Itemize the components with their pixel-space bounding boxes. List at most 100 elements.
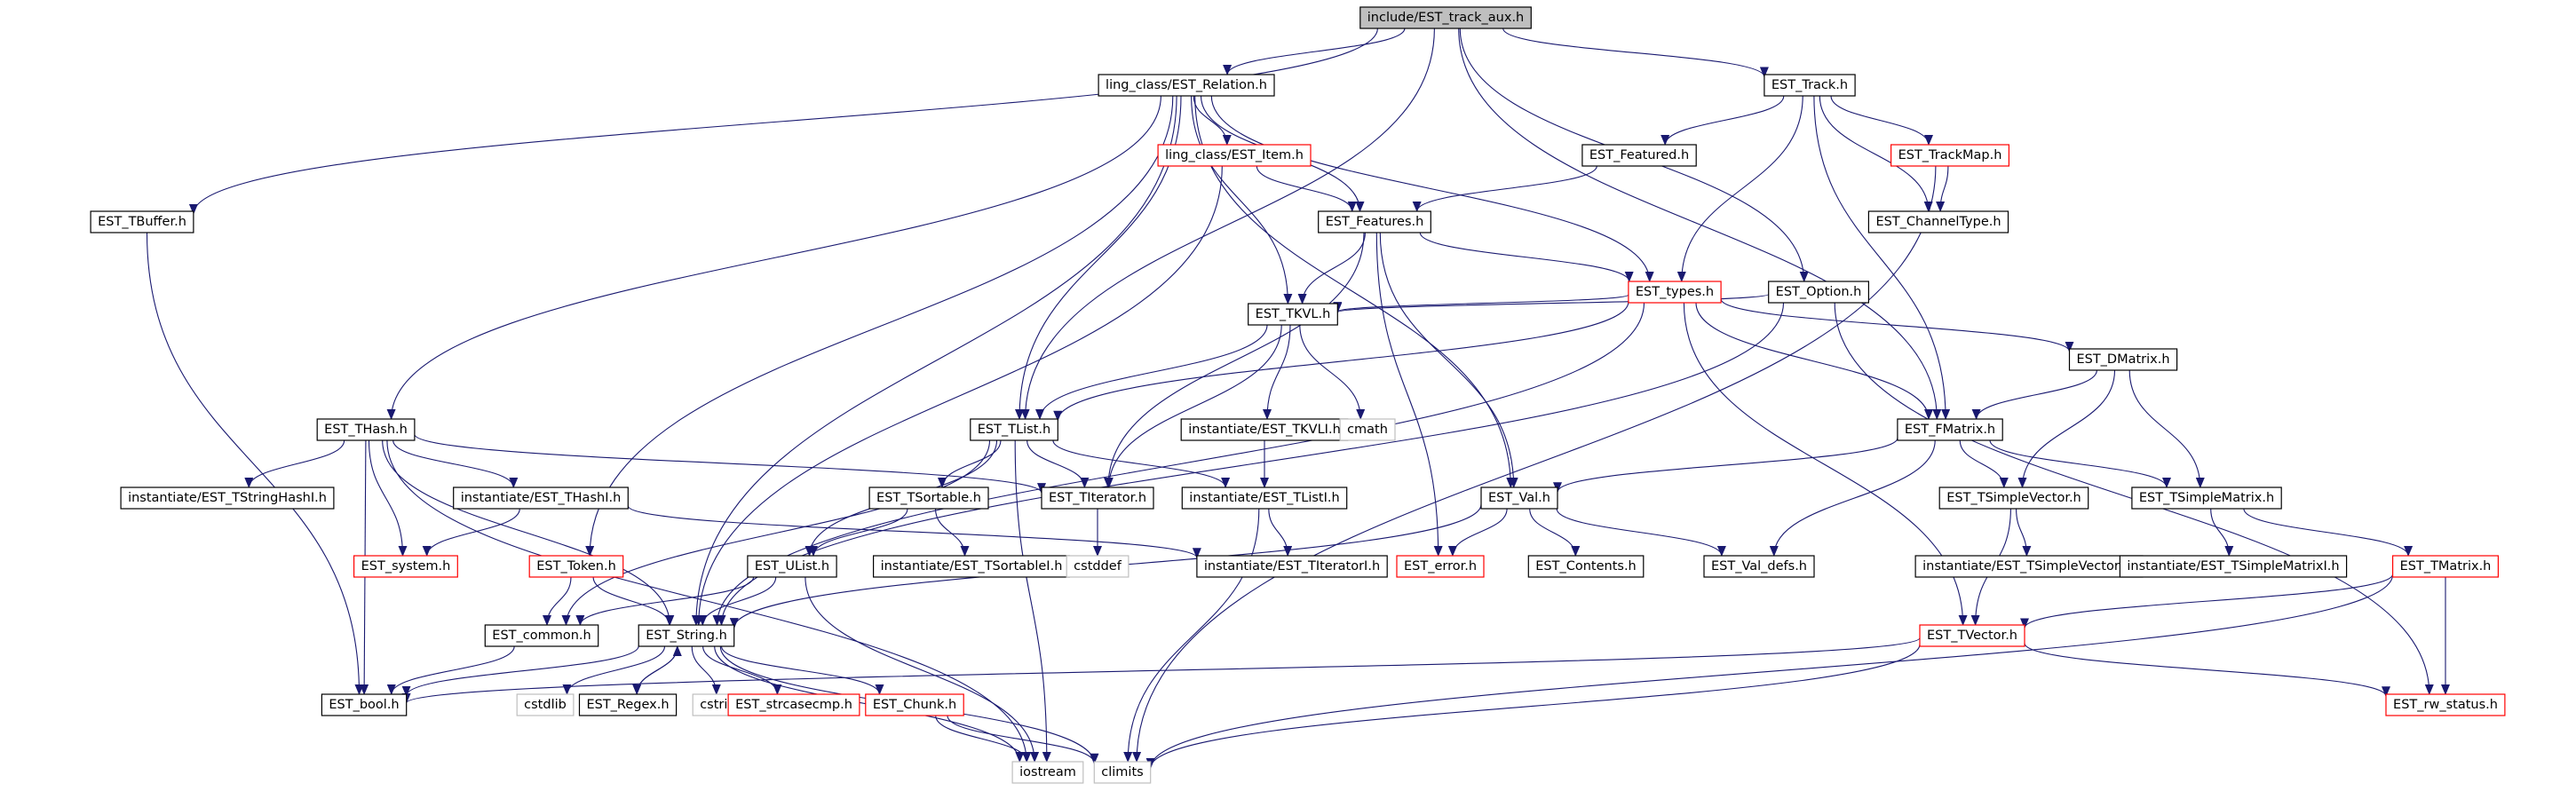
node-dmatrix[interactable]: EST_DMatrix.h [2068, 348, 2178, 371]
node-label: instantiate/EST_TKVLI.h [1188, 423, 1341, 437]
node-val[interactable]: EST_Val.h [1480, 486, 1558, 510]
edge-val-to-contents [1529, 508, 1581, 557]
edge-string-to-strcasecmp [702, 645, 782, 695]
node-trackmap[interactable]: EST_TrackMap.h [1890, 144, 2010, 167]
edge-ulist-to-string [698, 576, 777, 626]
node-titerator[interactable]: EST_TIterator.h [1041, 486, 1154, 510]
node-features[interactable]: EST_Features.h [1318, 210, 1431, 233]
node-cstddef[interactable]: cstddef [1066, 555, 1129, 578]
edge-features-to-tkvl [1297, 232, 1366, 305]
node-common[interactable]: EST_common.h [484, 624, 599, 647]
edge-tvector-to-climits [1145, 644, 1921, 769]
node-box [120, 486, 335, 510]
node-channeltype[interactable]: EST_ChannelType.h [1867, 210, 2009, 233]
node-tlisti[interactable]: instantiate/EST_TListI.h [1181, 486, 1348, 510]
node-label: EST_Regex.h [586, 698, 669, 712]
edge-tsimplevector-to-tsimplevectori [2016, 508, 2032, 557]
edge-thash-to-titerator [414, 433, 1046, 494]
node-ulist[interactable]: EST_UList.h [747, 555, 837, 578]
edge-tsimplematrix-to-tmatrix [2243, 508, 2414, 557]
node-tsimplevector[interactable]: EST_TSimpleVector.h [1938, 486, 2089, 510]
node-box [747, 555, 837, 578]
node-option[interactable]: EST_Option.h [1768, 281, 1869, 304]
node-thash[interactable]: EST_THash.h [316, 418, 416, 441]
node-label: EST_FMatrix.h [1905, 423, 1995, 437]
edge-trackmap-to-climits [1132, 165, 1937, 763]
node-string[interactable]: EST_String.h [638, 624, 735, 647]
node-token[interactable]: EST_Token.h [528, 555, 624, 578]
node-label: instantiate/EST_THashI.h [461, 491, 622, 505]
edge-types-to-dmatrix [1720, 298, 2074, 352]
node-tbuffer[interactable]: EST_TBuffer.h [90, 210, 194, 233]
node-track[interactable]: EST_Track.h [1764, 74, 1856, 97]
node-valdefs[interactable]: EST_Val_defs.h [1703, 555, 1815, 578]
node-box [1768, 281, 1869, 304]
node-relation[interactable]: ling_class/EST_Relation.h [1098, 74, 1275, 97]
node-tmatrix[interactable]: EST_TMatrix.h [2392, 555, 2500, 578]
node-strcasecmp[interactable]: EST_strcasecmp.h [727, 693, 860, 716]
node-root[interactable]: include/EST_track_aux.h [1359, 6, 1532, 29]
edge-root-to-tbuffer [189, 28, 1378, 215]
edge-tlisti-to-climits [1123, 508, 1260, 763]
node-box [1041, 486, 1154, 510]
edge-tlisti-to-titeratori [1268, 508, 1293, 557]
node-tsimplematrix[interactable]: EST_TSimpleMatrix.h [2131, 486, 2282, 510]
node-tsortable[interactable]: EST_TSortable.h [868, 486, 989, 510]
edge-tlist-to-tlisti [1052, 439, 1231, 488]
edge-relation-to-tkvl [1191, 95, 1293, 305]
node-regex[interactable]: EST_Regex.h [578, 693, 678, 716]
node-tvector[interactable]: EST_TVector.h [1919, 624, 2025, 647]
node-system[interactable]: EST_system.h [353, 555, 458, 578]
node-label: EST_Chunk.h [873, 698, 956, 712]
node-types[interactable]: EST_types.h [1628, 281, 1722, 304]
node-label: EST_String.h [646, 629, 727, 643]
edge-thash-to-system [368, 439, 408, 557]
edge-tkvl-to-titerator [1104, 324, 1282, 488]
node-contents[interactable]: EST_Contents.h [1527, 555, 1645, 578]
node-box [1581, 144, 1697, 167]
node-layer: include/EST_track_aux.h ling_class/EST_Re… [90, 6, 2506, 784]
edge-option-to-tkvl [1333, 293, 1770, 313]
edge-track-to-fmatrix [1813, 95, 1951, 420]
edge-track-to-channeltype [1819, 95, 1933, 212]
node-box [2385, 693, 2506, 716]
node-label: EST_TSimpleMatrix.h [2139, 491, 2274, 505]
node-box [1098, 74, 1275, 97]
node-box [727, 693, 860, 716]
edge-tvector-to-bool [402, 637, 1921, 704]
node-tstringhashi[interactable]: instantiate/EST_TStringHashI.h [120, 486, 335, 510]
node-bool[interactable]: EST_bool.h [321, 693, 408, 716]
node-climits[interactable]: climits [1093, 761, 1152, 784]
edge-features-to-error [1375, 232, 1443, 557]
node-tlist[interactable]: EST_TList.h [970, 418, 1058, 441]
node-error[interactable]: EST_error.h [1396, 555, 1485, 578]
node-titeratori[interactable]: instantiate/EST_TIteratorI.h [1196, 555, 1388, 578]
node-iostream[interactable]: iostream [1011, 761, 1084, 784]
node-label: EST_Contents.h [1535, 559, 1637, 573]
node-box [868, 486, 989, 510]
node-chunk[interactable]: EST_Chunk.h [865, 693, 964, 716]
node-cmath[interactable]: cmath [1339, 418, 1396, 441]
node-box [1157, 144, 1312, 167]
node-tsortablei[interactable]: instantiate/EST_TSortableI.h [872, 555, 1070, 578]
edge-thash-to-string [382, 439, 675, 626]
edge-dmatrix-to-tsimplevector [2017, 369, 2116, 488]
node-label: EST_strcasecmp.h [735, 698, 852, 712]
node-item[interactable]: ling_class/EST_Item.h [1157, 144, 1312, 167]
node-thashi[interactable]: instantiate/EST_THashI.h [453, 486, 629, 510]
edge-item-to-string [694, 165, 1223, 626]
node-rwstatus[interactable]: EST_rw_status.h [2385, 693, 2506, 716]
node-tsimplematrixi[interactable]: instantiate/EST_TSimpleMatrixI.h [2119, 555, 2348, 578]
node-cstdlib[interactable]: cstdlib [516, 693, 575, 716]
node-tkvl[interactable]: EST_TKVL.h [1248, 303, 1338, 326]
node-tsimplevectori[interactable]: instantiate/EST_TSimpleVectorI.h [1914, 555, 2144, 578]
edge-dmatrix-to-tsimplematrix [2128, 369, 2205, 488]
node-fmatrix[interactable]: EST_FMatrix.h [1897, 418, 2003, 441]
node-tkvli[interactable]: instantiate/EST_TKVLI.h [1180, 418, 1349, 441]
edge-tlist-to-titerator [1026, 439, 1090, 488]
node-box [1359, 6, 1532, 29]
node-box [2392, 555, 2500, 578]
node-label: cstddef [1074, 559, 1122, 573]
node-featured[interactable]: EST_Featured.h [1581, 144, 1697, 167]
node-label: instantiate/EST_TListI.h [1189, 491, 1339, 505]
